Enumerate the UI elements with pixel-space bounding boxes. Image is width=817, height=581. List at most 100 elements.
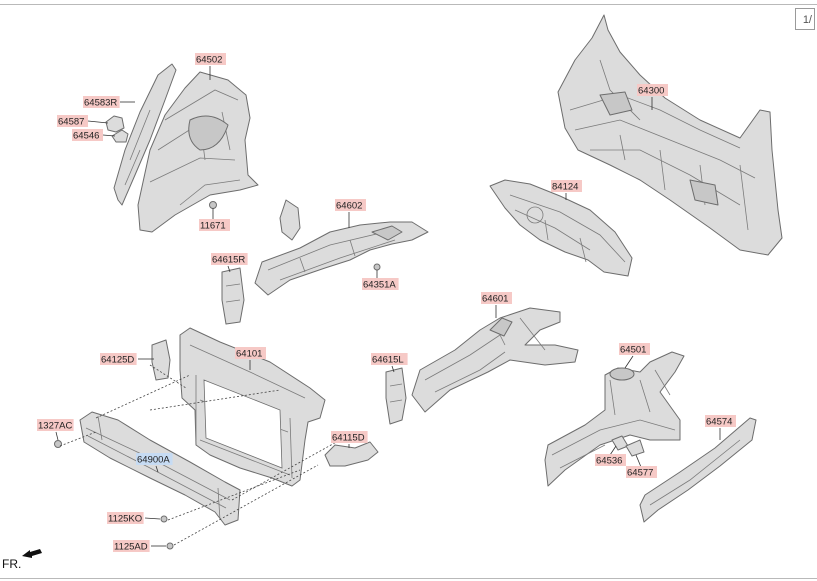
leader-line-64536 bbox=[609, 445, 617, 456]
part-11671[interactable] bbox=[209, 201, 217, 209]
callout-background bbox=[331, 431, 368, 443]
callout-background bbox=[619, 343, 650, 355]
part-64601[interactable] bbox=[411, 307, 579, 413]
callout-background bbox=[637, 84, 668, 96]
part-1125KO[interactable] bbox=[160, 515, 168, 523]
callout-label: 64577 bbox=[627, 468, 653, 479]
callout-label: 64615L bbox=[372, 355, 404, 366]
part-64300[interactable] bbox=[557, 14, 783, 256]
callout-64615r[interactable]: 64615R bbox=[211, 253, 248, 266]
callout-64115d[interactable]: 64115D bbox=[331, 431, 368, 444]
callout-64536[interactable]: 64536 bbox=[595, 454, 626, 467]
callout-background bbox=[113, 540, 150, 552]
callout-64125d[interactable]: 64125D bbox=[100, 353, 137, 366]
callout-background bbox=[72, 129, 103, 141]
callout-64351a[interactable]: 64351A bbox=[362, 278, 399, 291]
callout-background bbox=[551, 180, 582, 192]
callout-label: 64101 bbox=[236, 349, 262, 360]
part-64546[interactable] bbox=[111, 129, 129, 143]
callout-64300[interactable]: 64300 bbox=[637, 84, 668, 97]
part-64351A[interactable] bbox=[373, 263, 381, 271]
part-64615R[interactable] bbox=[221, 267, 245, 325]
callout-background bbox=[626, 466, 657, 478]
part-64574[interactable] bbox=[639, 417, 757, 523]
callout-label: 64587 bbox=[58, 117, 84, 128]
front-direction-label: FR. bbox=[2, 557, 21, 571]
part-64502[interactable] bbox=[137, 71, 259, 233]
callout-label: 64574 bbox=[706, 417, 732, 428]
leader-line-1327ac bbox=[55, 431, 59, 441]
callout-64101[interactable]: 64101 bbox=[235, 347, 266, 360]
part-64101[interactable] bbox=[179, 327, 326, 487]
leader-line-64546 bbox=[102, 134, 116, 137]
page-indicator[interactable]: 1/ bbox=[795, 8, 815, 30]
leader-line-1125ko bbox=[144, 517, 161, 520]
callout-label: 64546 bbox=[73, 131, 99, 142]
callout-label: 1327AC bbox=[38, 421, 72, 432]
part-64501[interactable] bbox=[544, 351, 685, 487]
leader-line-64501 bbox=[624, 355, 634, 369]
callout-background bbox=[83, 96, 120, 108]
callout-label: 64502 bbox=[196, 55, 222, 66]
front-arrow-icon bbox=[22, 549, 42, 558]
callout-1125ad[interactable]: 1125AD bbox=[113, 540, 150, 553]
diagram-frame bbox=[0, 4, 817, 579]
callout-background bbox=[371, 353, 408, 365]
callout-64501[interactable]: 64501 bbox=[619, 343, 650, 356]
part-64587[interactable] bbox=[105, 115, 125, 133]
part-64602[interactable] bbox=[254, 199, 429, 296]
callout-label: 1125KO bbox=[108, 514, 142, 525]
callout-64587[interactable]: 64587 bbox=[57, 115, 88, 128]
callout-label: 64501 bbox=[620, 345, 646, 356]
callout-64583r[interactable]: 64583R bbox=[83, 96, 120, 109]
leader-line-64577 bbox=[635, 454, 642, 468]
callout-label: 1125AD bbox=[114, 542, 148, 553]
callout-background bbox=[136, 453, 173, 465]
callout-label: 64615R bbox=[212, 255, 245, 266]
callout-background bbox=[705, 415, 736, 427]
leader-line-64615l bbox=[391, 365, 395, 373]
callout-label: 64536 bbox=[596, 456, 622, 467]
callout-label: 64115D bbox=[332, 433, 365, 444]
callout-64502[interactable]: 64502 bbox=[195, 53, 226, 66]
part-1125AD[interactable] bbox=[166, 542, 174, 550]
part-64583R[interactable] bbox=[113, 63, 177, 206]
callout-label: 64300 bbox=[638, 86, 664, 97]
callout-1327ac[interactable]: 1327AC bbox=[37, 419, 74, 432]
callout-background bbox=[362, 278, 399, 290]
callout-background bbox=[100, 353, 137, 365]
callout-label: 84124 bbox=[552, 182, 578, 193]
callout-label: 64601 bbox=[482, 294, 508, 305]
callout-84124[interactable]: 84124 bbox=[551, 180, 582, 193]
callout-64577[interactable]: 64577 bbox=[626, 466, 657, 479]
part-84124[interactable] bbox=[489, 179, 633, 277]
part-64115D[interactable] bbox=[324, 441, 379, 467]
callout-64900a[interactable]: 64900A bbox=[136, 453, 173, 466]
part-1327AC[interactable] bbox=[54, 440, 62, 448]
callout-label: 11671 bbox=[200, 221, 226, 232]
leader-line-64615r bbox=[227, 265, 231, 273]
callout-background bbox=[595, 454, 626, 466]
leader-line-64587 bbox=[87, 120, 109, 124]
callout-64602[interactable]: 64602 bbox=[335, 199, 366, 212]
callout-64546[interactable]: 64546 bbox=[72, 129, 103, 142]
callout-label: 64125D bbox=[101, 355, 134, 366]
part-64125D[interactable] bbox=[151, 339, 171, 381]
callout-background bbox=[199, 219, 230, 231]
part-64615L[interactable] bbox=[385, 367, 407, 425]
callout-background bbox=[57, 115, 88, 127]
callout-64601[interactable]: 64601 bbox=[481, 292, 512, 305]
front-direction-indicator: FR. bbox=[2, 549, 42, 571]
callout-background bbox=[481, 292, 512, 304]
callout-background bbox=[211, 253, 248, 265]
callout-background bbox=[107, 512, 144, 524]
callout-64574[interactable]: 64574 bbox=[705, 415, 736, 428]
callout-background bbox=[37, 419, 74, 431]
part-64577[interactable] bbox=[625, 439, 645, 457]
callout-64615l[interactable]: 64615L bbox=[371, 353, 408, 366]
leader-line-64900a bbox=[155, 465, 159, 473]
callout-label: 64900A bbox=[137, 455, 170, 466]
callout-11671[interactable]: 11671 bbox=[199, 219, 230, 232]
callout-1125ko[interactable]: 1125KO bbox=[107, 512, 144, 525]
